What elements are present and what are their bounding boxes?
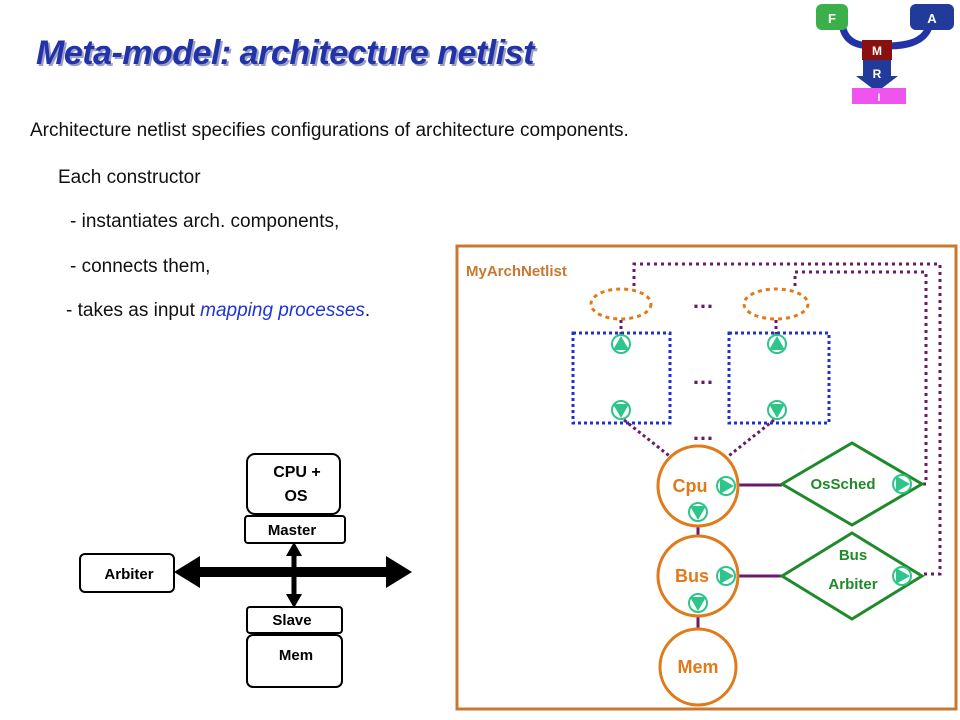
logo-f-label: F — [828, 11, 836, 26]
logo-m-label: M — [872, 44, 882, 58]
cpu-bottom-port-arrow — [690, 506, 706, 520]
logo-r-label: R — [873, 67, 882, 81]
cpu-os-label-line2: OS — [284, 488, 307, 505]
corner-logo: F A M R I — [816, 4, 954, 104]
ossched-port-arrow — [896, 476, 910, 492]
bullet-instantiates: - instantiates arch. components, — [70, 211, 340, 232]
bus-arbiter-label-1: Bus — [839, 547, 867, 564]
bus-arbiter-port-arrow — [896, 568, 910, 584]
cpu-node — [656, 444, 740, 528]
mapping-process-ellipse-1 — [589, 287, 653, 321]
slave-box — [246, 606, 343, 634]
cpu-os-box — [246, 453, 341, 515]
mapping-process-ellipse-2 — [742, 287, 810, 321]
wire-left-ellipse-to-arbiter — [632, 262, 942, 576]
bus-left-arrowhead — [174, 556, 200, 588]
box2-down-port-arrow — [769, 404, 785, 418]
bus-diagram: CPU + OS Master Arbiter Slave Mem — [79, 453, 412, 688]
netlist-title: MyArchNetlist — [466, 263, 567, 280]
ossched-node — [779, 441, 925, 527]
slave-label: Slave — [272, 612, 311, 629]
page-title: Meta-model: architecture netlist — [36, 34, 534, 72]
feedback-wiring — [632, 262, 942, 576]
arbiter-box — [79, 553, 175, 593]
netlist-diagram: MyArchNetlist … … … — [455, 244, 958, 711]
bus-arbiter-node — [779, 531, 925, 621]
mapping-process-box-2 — [727, 331, 831, 425]
mem-box — [246, 634, 343, 688]
bus-label: Bus — [675, 566, 709, 586]
master-label: Master — [268, 522, 317, 539]
logo-a-label: A — [927, 11, 937, 26]
ossched-label: OsSched — [810, 476, 875, 493]
logo-a-box — [910, 4, 954, 30]
bus-right-arrowhead — [386, 556, 412, 588]
each-constructor-text: Each constructor — [58, 167, 201, 188]
bullet-connects: - connects them, — [70, 256, 211, 277]
logo-i-label: I — [877, 92, 880, 104]
logo-f-box — [816, 4, 848, 30]
box1-down-port-arrow — [613, 404, 629, 418]
wire-right-ellipse-to-ossched — [793, 270, 928, 486]
bullet-mapping-emphasis: mapping processes — [200, 300, 365, 321]
bus-bottom-port-arrow — [690, 597, 706, 611]
ellipsis-low: … — [692, 420, 714, 445]
bullet-mapping-suffix: . — [364, 300, 371, 321]
bullet-mapping-prefix: - takes as input — [66, 300, 201, 321]
bullet-mapping: - takes as input mapping processes. — [66, 300, 370, 322]
mapping-process-box-1 — [571, 331, 672, 425]
cpu-side-port-arrow — [720, 478, 734, 494]
box1-up-port-arrow — [613, 336, 629, 350]
mem-node-label: Mem — [677, 657, 718, 677]
bus-side-port-arrow — [720, 568, 734, 584]
logo-i-box — [852, 88, 906, 104]
master-slave-up-arrowhead — [286, 542, 302, 556]
master-slave-down-arrowhead — [286, 594, 302, 608]
master-box — [244, 515, 346, 544]
logo-m-box — [862, 40, 892, 60]
mem-label: Mem — [279, 647, 313, 664]
cpu-os-label: CPU + — [273, 464, 321, 481]
box2-up-port-arrow — [769, 336, 785, 350]
netlist-frame — [455, 244, 958, 711]
arbiter-label: Arbiter — [104, 566, 153, 583]
cpu-label: Cpu — [673, 476, 708, 496]
intro-text: Architecture netlist specifies configura… — [30, 120, 629, 141]
bus-node — [656, 534, 740, 618]
connector-box2-cpu — [725, 418, 775, 460]
connector-box1-cpu — [623, 418, 673, 460]
logo-r-arrow — [856, 60, 898, 92]
ellipsis-top: … — [692, 288, 714, 313]
ellipsis-mid: … — [692, 364, 714, 389]
mem-node — [658, 627, 738, 707]
bus-arbiter-label-2: Arbiter — [828, 576, 877, 593]
